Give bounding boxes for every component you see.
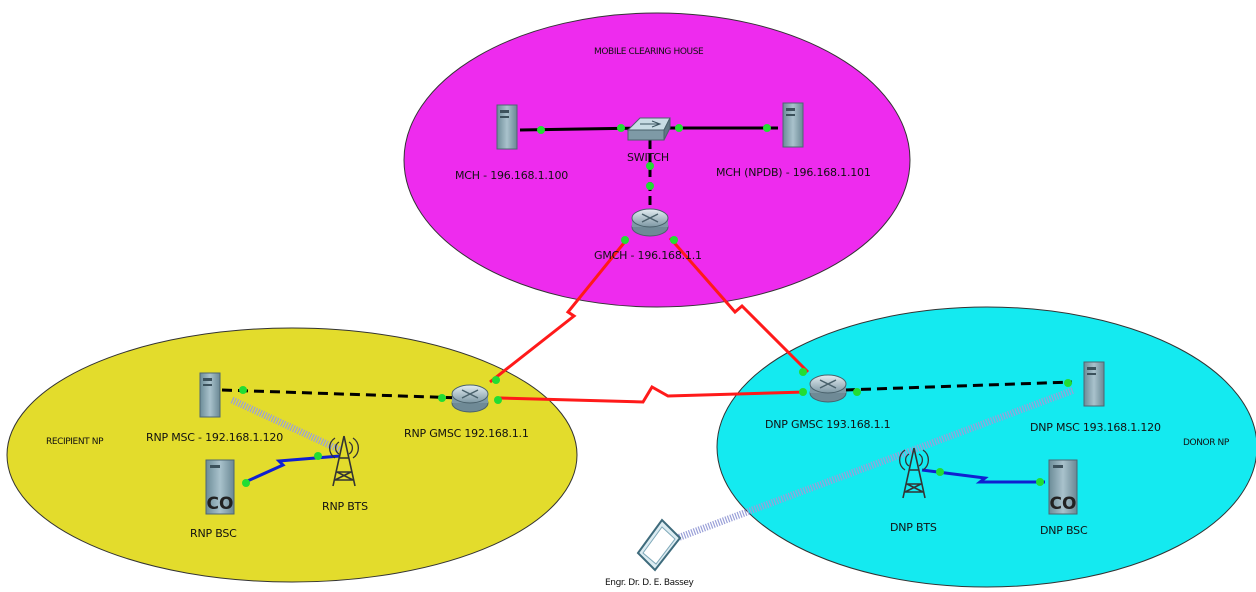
rnp-bts-label: RNP BTS: [322, 500, 368, 513]
mch-server-label: MCH - 196.168.1.100: [455, 169, 569, 182]
recipient-zone: [6, 327, 578, 583]
switch-label: SWITCH: [627, 151, 669, 164]
tablet-icon[interactable]: [636, 518, 682, 572]
gmch-label: GMCH - 196.168.1.1: [594, 249, 702, 262]
link-gmch-rnpgmsc: [489, 237, 630, 384]
router-icon[interactable]: [631, 208, 669, 237]
link-rnpmsc-rnpgmsc: [221, 388, 463, 400]
rnp-bsc-label: RNP BSC: [190, 527, 237, 540]
dnp-msc-label: DNP MSC 193.168.1.120: [1030, 421, 1161, 434]
central-office-icon[interactable]: [205, 459, 235, 515]
switch-icon[interactable]: [626, 117, 671, 141]
server-icon[interactable]: [199, 372, 221, 418]
dnp-bsc-label: DNP BSC: [1040, 524, 1088, 537]
port-indicators: [239, 124, 1072, 487]
dnp-gmsc-label: DNP GMSC 193.168.1.1: [765, 418, 891, 431]
server-icon[interactable]: [782, 102, 804, 148]
link-rnpbsc-rnpbts: [242, 454, 341, 485]
mch-zone-title: MOBILE CLEARING HOUSE: [594, 47, 704, 57]
donor-zone: [716, 306, 1256, 588]
rnp-gmsc-label: RNP GMSC 192.168.1.1: [404, 427, 529, 440]
coax-links: [242, 454, 1045, 485]
dnp-bts-label: DNP BTS: [890, 521, 937, 534]
rnp-msc-label: RNP MSC - 192.168.1.120: [146, 431, 283, 444]
wireless-links: [230, 386, 1076, 544]
dashed-links: [221, 380, 1073, 400]
wireless-rnpmsc-rnpbts: [230, 396, 342, 454]
link-dnpbts-dnpbsc: [921, 468, 1045, 484]
donor-zone-title: DONOR NP: [1183, 438, 1229, 448]
serial-links: [489, 237, 810, 404]
recipient-zone-title: RECIPIENT NP: [46, 437, 104, 447]
link-dnpgmsc-dnpmsc: [844, 380, 1073, 392]
router-icon[interactable]: [451, 384, 489, 413]
server-icon[interactable]: [1083, 361, 1105, 407]
link-gmch-dnpgmsc: [668, 237, 810, 374]
tablet-label: Engr. Dr. D. E. Bassey: [605, 578, 694, 588]
npdb-server-label: MCH (NPDB) - 196.168.1.101: [716, 166, 871, 179]
link-rnpgmsc-dnpgmsc: [499, 384, 806, 404]
router-icon[interactable]: [809, 374, 847, 403]
server-icon[interactable]: [496, 104, 518, 150]
central-office-icon[interactable]: [1048, 459, 1078, 515]
mch-zone: [403, 12, 911, 308]
